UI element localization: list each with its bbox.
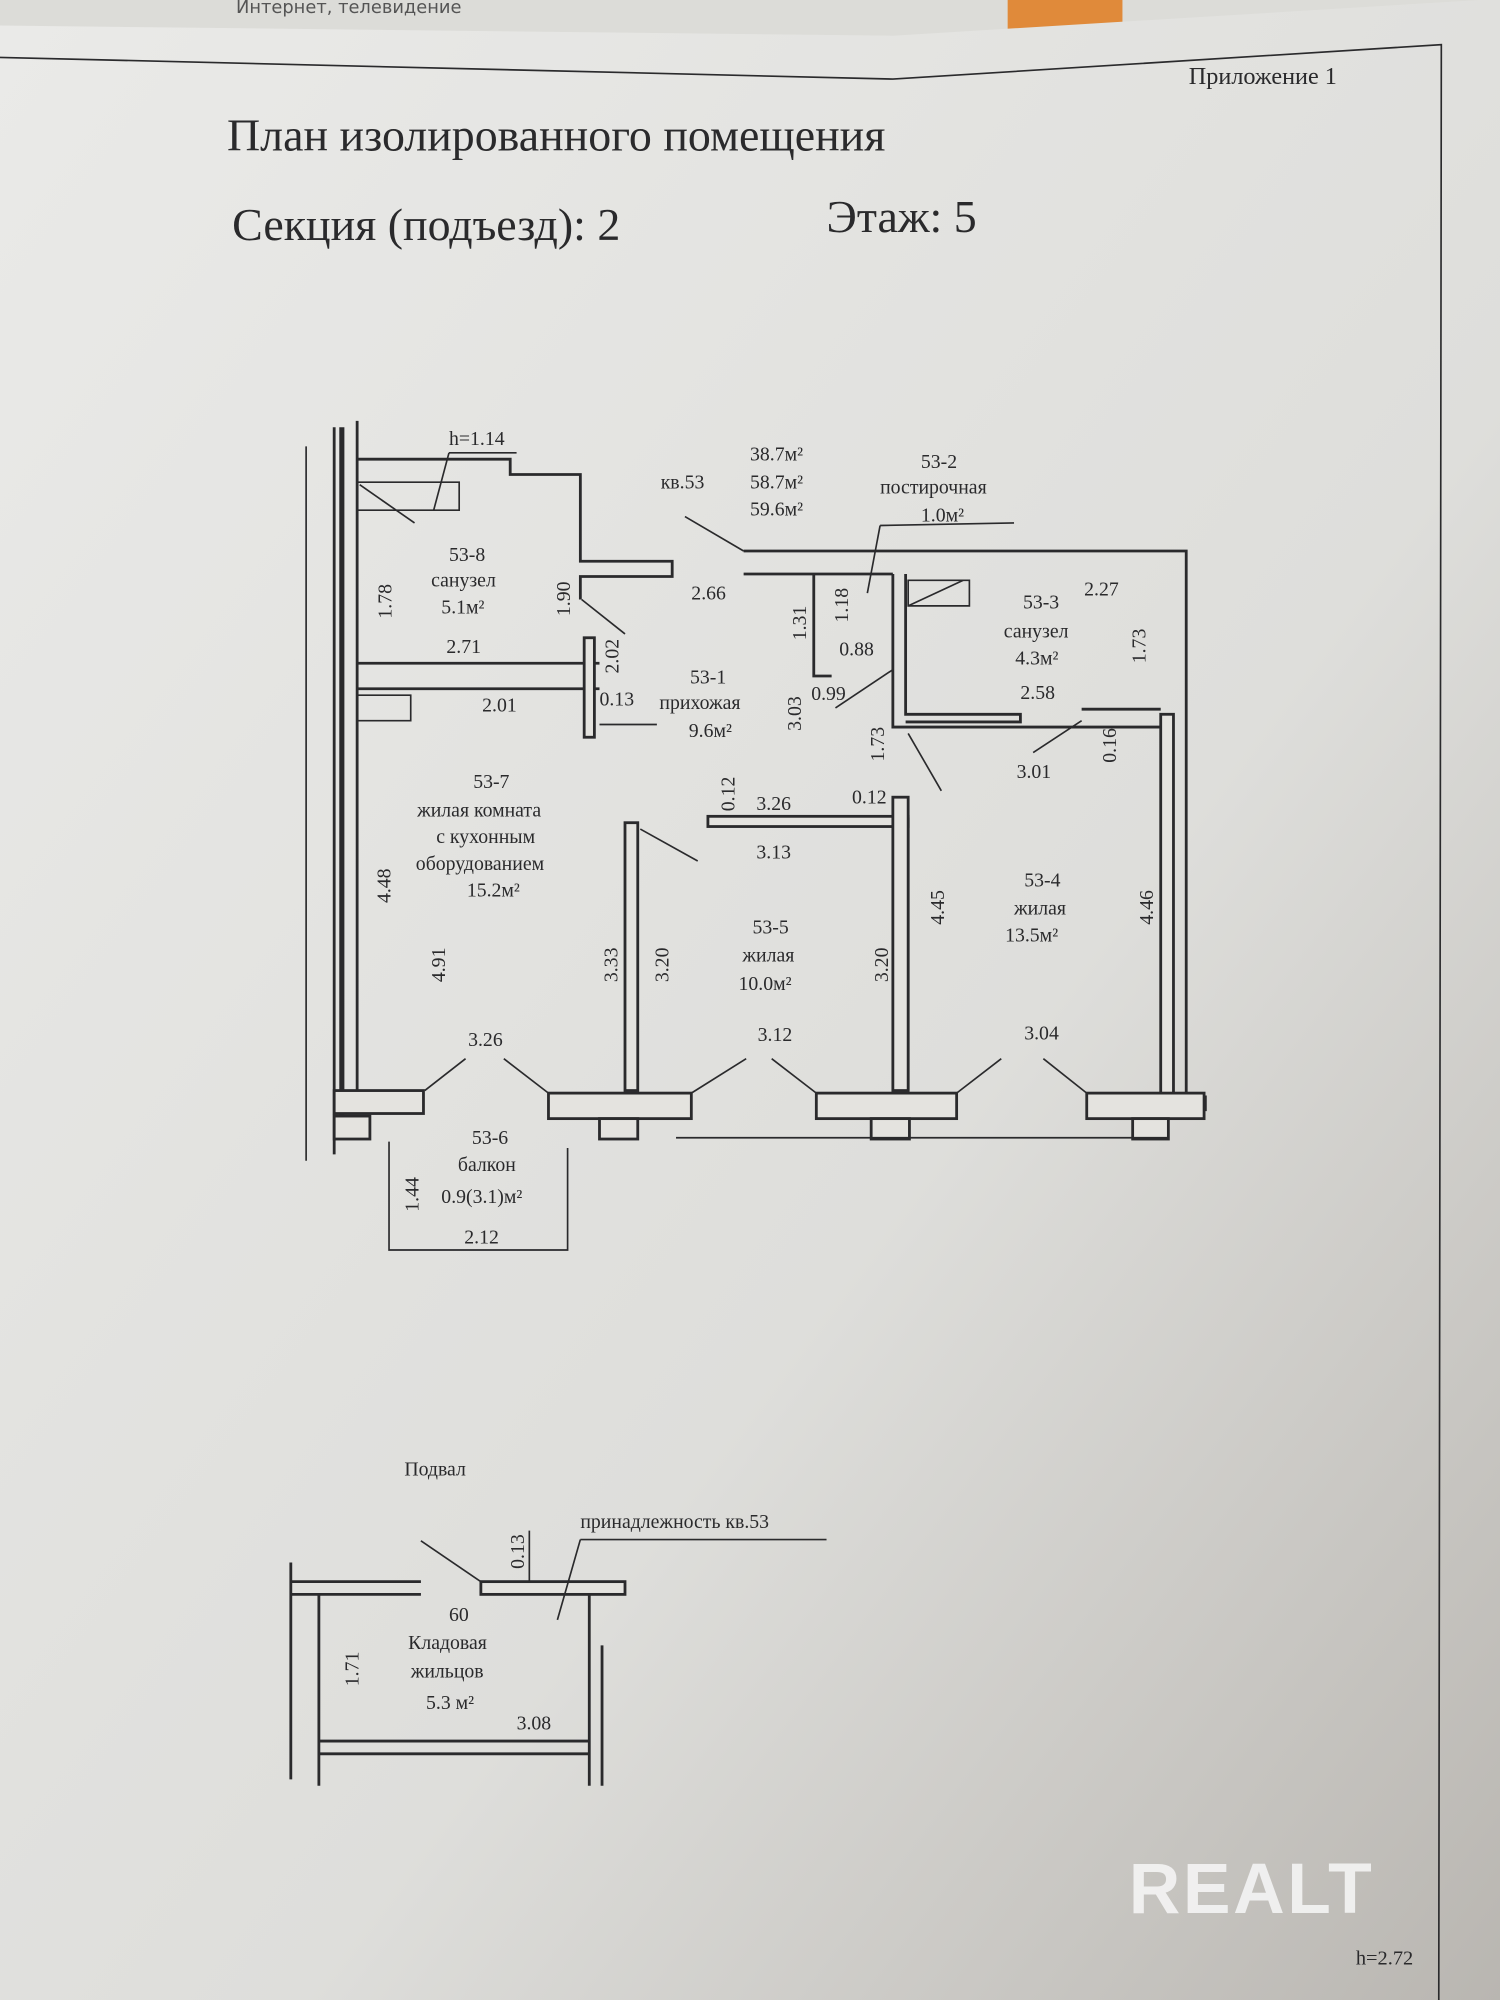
room-53-6-name: балкон <box>458 1154 516 1176</box>
basement-title: Подвал <box>404 1459 466 1481</box>
room-53-7-name-line3: оборудованием <box>416 853 545 875</box>
dimension: 3.20 <box>651 947 673 982</box>
storage-room-area: 5.3 м² <box>426 1692 474 1714</box>
dimension: 3.26 <box>468 1029 503 1051</box>
page-title: План изолированного помещения <box>227 110 885 161</box>
room-53-8-area: 5.1м² <box>441 597 484 619</box>
storage-room-name-line2: жильцов <box>410 1660 484 1682</box>
dimension: 2.01 <box>482 695 517 717</box>
dimension: 0.16 <box>1099 728 1121 763</box>
dimension: 0.13 <box>599 688 634 710</box>
storage-room-name-line1: Кладовая <box>408 1632 487 1654</box>
basement-plan: Подвал принадлежность кв.53 0.13 60 Клад… <box>289 1459 827 1786</box>
dimension: 2.71 <box>446 636 481 658</box>
dimension: 3.33 <box>600 947 622 982</box>
room-53-7-area: 15.2м² <box>467 880 520 902</box>
room-53-5-id: 53-5 <box>753 917 789 939</box>
dimension: 4.46 <box>1136 890 1158 925</box>
dimension: 3.20 <box>871 947 893 982</box>
dimension: 3.01 <box>1017 761 1052 783</box>
room-53-4-id: 53-4 <box>1024 869 1060 891</box>
room-53-5-name: жилая <box>741 945 794 967</box>
dimension: 4.91 <box>428 948 450 983</box>
ceiling-height: h=2.72 <box>1356 1947 1413 1969</box>
dimension: 1.44 <box>401 1177 423 1212</box>
room-53-1-name: прихожая <box>659 692 740 714</box>
dimension: 1.71 <box>341 1652 363 1687</box>
dimension: 3.13 <box>756 841 791 863</box>
dimension: 3.12 <box>758 1024 793 1046</box>
room-53-3-name: санузел <box>1004 621 1069 643</box>
room-53-3-area: 4.3м² <box>1015 648 1058 670</box>
apartment-walls <box>305 420 1207 1251</box>
dimension: 4.45 <box>927 890 949 925</box>
room-53-7-name-line2: с кухонным <box>436 826 535 848</box>
room-53-1-id: 53-1 <box>690 667 726 689</box>
room-53-5-area: 10.0м² <box>739 973 792 995</box>
dimension: 3.08 <box>517 1713 552 1735</box>
room-53-2-id: 53-2 <box>921 451 957 473</box>
room-53-2-area: 1.0м² <box>921 505 964 527</box>
page-frame <box>0 43 1443 2000</box>
room-53-2-name: постирочная <box>880 477 987 499</box>
dimension: 2.02 <box>602 639 624 674</box>
dimension: 2.58 <box>1020 682 1055 704</box>
room-53-7-name-line1: жилая комната <box>416 799 541 821</box>
plan-labels: h=1.14 кв.53 38.7м² 58.7м² 59.6м² 53-2 п… <box>373 428 1158 1248</box>
dimension: 2.27 <box>1084 579 1119 601</box>
room-53-4-name: жилая <box>1013 898 1066 920</box>
dimension: 3.04 <box>1024 1023 1059 1045</box>
room-53-3-id: 53-3 <box>1023 591 1059 613</box>
dimension: 0.99 <box>811 683 846 705</box>
apartment-area-living: 38.7м² <box>750 443 803 465</box>
dimension: 1.78 <box>375 584 397 619</box>
realt-watermark-logo: REALT <box>1129 1849 1374 1929</box>
apartment-area-full: 59.6м² <box>750 498 803 520</box>
dimension: 1.73 <box>1128 629 1150 664</box>
storage-room-number: 60 <box>449 1604 469 1626</box>
apartment-area-total: 58.7м² <box>750 472 803 494</box>
dimension: 2.12 <box>464 1227 499 1249</box>
dimension: 0.13 <box>507 1534 529 1569</box>
dimension: 1.90 <box>553 581 575 616</box>
section-label: Секция (подъезд): 2 <box>232 199 620 250</box>
dimension: 3.03 <box>784 696 806 731</box>
room-53-4-area: 13.5м² <box>1005 924 1058 946</box>
room-53-7-id: 53-7 <box>473 771 509 793</box>
dimension: 4.48 <box>373 868 395 903</box>
room-53-1-area: 9.6м² <box>689 720 732 742</box>
dimension: 3.26 <box>756 793 791 815</box>
dimension: 0.12 <box>718 777 740 812</box>
dimension: 1.18 <box>831 588 853 623</box>
room-53-8-id: 53-8 <box>449 544 485 566</box>
dimension: 0.12 <box>852 787 887 809</box>
dimension: 1.73 <box>867 727 889 762</box>
dimension: 2.66 <box>691 582 726 604</box>
floor-label: Этаж: 5 <box>827 191 977 242</box>
basement-belongs: принадлежность кв.53 <box>580 1511 769 1533</box>
appendix-label: Приложение 1 <box>1189 63 1337 90</box>
dimension: 1.31 <box>789 606 811 641</box>
room-53-6-id: 53-6 <box>472 1127 508 1149</box>
banner-text: Интернет, телевидение <box>236 0 462 18</box>
apartment-label: кв.53 <box>661 472 705 494</box>
window-height: h=1.14 <box>449 428 505 450</box>
dimension: 0.88 <box>839 639 874 661</box>
room-53-8-name: санузел <box>431 570 496 592</box>
room-53-6-area: 0.9(3.1)м² <box>441 1186 522 1208</box>
